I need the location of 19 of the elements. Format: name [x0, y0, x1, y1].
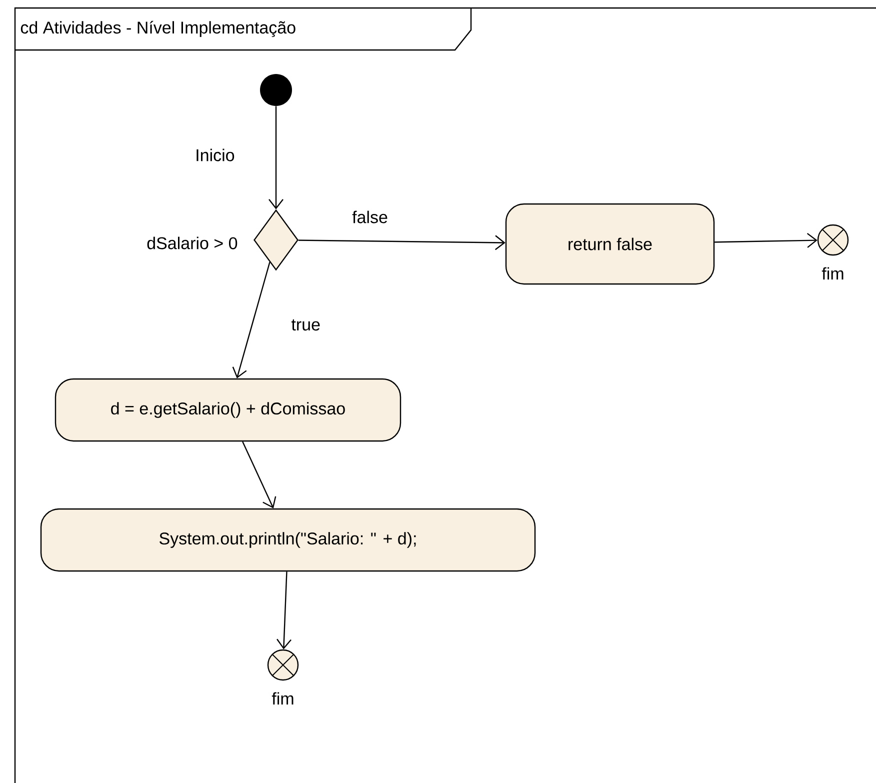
final-node	[267, 649, 299, 681]
initial-node	[260, 74, 292, 106]
title-tab: cd Atividades - Nível Implementação	[15, 8, 472, 51]
arrow	[276, 572, 292, 650]
action-box: d = e.getSalario() + dComissao	[54, 378, 402, 442]
arrow	[242, 441, 276, 508]
action-box: System.out.println("Salario: " + d);	[40, 508, 536, 572]
arrow	[298, 235, 506, 250]
edge-label: Inicio	[194, 148, 236, 162]
node-caption: fim	[272, 692, 294, 704]
action-box: return false	[505, 203, 715, 285]
edge-label: false	[351, 210, 389, 224]
arrow	[232, 262, 270, 378]
arrow	[268, 106, 284, 210]
arrow	[714, 232, 818, 248]
node-caption: dSalario > 0	[147, 236, 238, 250]
node-caption: fim	[822, 267, 844, 280]
edge-label: true	[290, 318, 322, 332]
final-node	[817, 224, 849, 256]
